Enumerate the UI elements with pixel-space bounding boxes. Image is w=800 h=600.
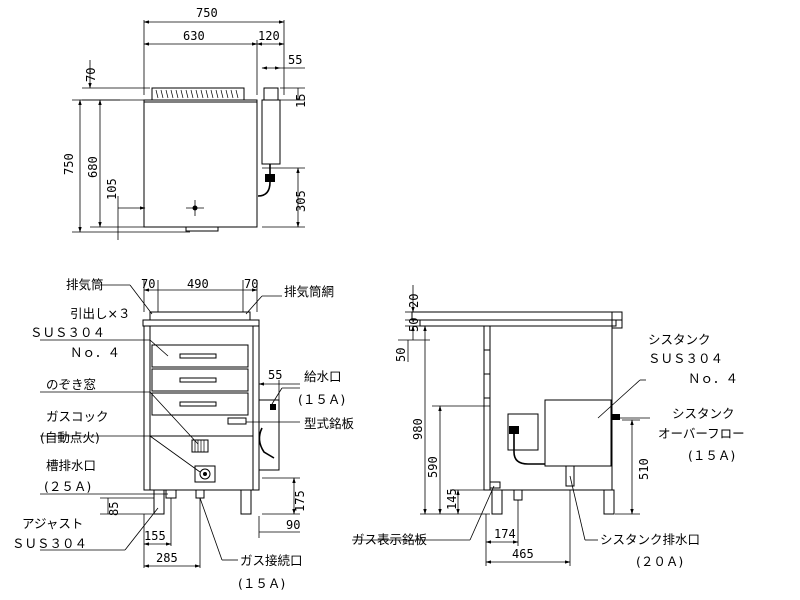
peep-window — [191, 439, 209, 453]
dim-front-285: 285 — [156, 551, 178, 565]
gas-cock — [194, 465, 216, 483]
label-drawer-1: 引出し×３ — [70, 306, 130, 321]
top-view: 750 630 120 55 70 15 750 680 105 305 — [62, 6, 308, 240]
dim-top-body-width: 630 — [183, 29, 205, 43]
side-tank — [261, 99, 281, 165]
nameplate — [227, 417, 247, 425]
label-gas-plate: ガス表示銘板 — [352, 532, 428, 547]
dim-front-70-left: 70 — [141, 277, 155, 291]
foot-right — [240, 489, 252, 515]
dim-top-overall-depth: 750 — [62, 153, 76, 175]
dim-front-175: 175 — [293, 490, 307, 512]
label-adjuster-1: アジャスト — [22, 516, 83, 531]
label-water-inlet-1: 給水口 — [304, 369, 342, 384]
dim-side-980: 980 — [411, 418, 425, 440]
label-peep-window: のぞき窓 — [46, 377, 96, 392]
label-gas-connection-2: (１５Ａ) — [238, 576, 285, 591]
label-overflow-1: シスタンク — [672, 406, 735, 421]
label-cistern-drain-1: シスタンク排水口 — [600, 532, 700, 547]
side-view: 20 50 50 980 590 145 — [352, 285, 745, 569]
label-water-inlet-2: (１５Ａ) — [298, 392, 345, 407]
dim-top-overall-width: 750 — [196, 6, 218, 20]
dim-front-85: 85 — [107, 502, 121, 516]
label-adjuster-2: ＳＵＳ３０４ — [12, 536, 87, 551]
dim-top-680: 680 — [86, 156, 100, 178]
gas-plate — [489, 481, 501, 489]
cistern — [544, 399, 612, 467]
dim-side-465: 465 — [512, 547, 534, 561]
dim-front-490: 490 — [187, 277, 209, 291]
dim-side-20: 20 — [407, 294, 421, 308]
label-tank-drain-2: (２５Ａ) — [44, 479, 91, 494]
dim-side-590: 590 — [426, 456, 440, 478]
dim-top-55: 55 — [288, 53, 302, 67]
dim-side-50-side: 50 — [394, 348, 408, 362]
dim-side-174: 174 — [494, 527, 516, 541]
dim-top-70: 70 — [84, 68, 98, 82]
label-overflow-3: (１５Ａ) — [688, 448, 735, 463]
exhaust-grill — [151, 87, 245, 101]
label-gas-cock-1: ガスコック — [46, 409, 109, 424]
dim-top-15: 15 — [294, 94, 308, 108]
dim-front-70-right: 70 — [244, 277, 258, 291]
drawers — [151, 344, 249, 416]
front-side-tank — [258, 399, 280, 471]
dim-front-90: 90 — [286, 518, 300, 532]
dim-side-510: 510 — [637, 458, 651, 480]
label-drawer-2: ＳＵＳ３０４ — [30, 325, 105, 340]
label-cistern-3: Ｎｏ．４ — [688, 371, 738, 386]
label-exhaust-net: 排気筒網 — [284, 284, 334, 299]
dim-front-55: 55 — [268, 368, 282, 382]
label-cistern-drain-2: (２０Ａ) — [636, 554, 683, 569]
dim-front-155: 155 — [144, 529, 166, 543]
label-exhaust-pipe: 排気筒 — [66, 277, 104, 292]
dim-top-305: 305 — [294, 190, 308, 212]
dim-side-50-top: 50 — [407, 318, 421, 332]
dim-side-145: 145 — [445, 488, 459, 510]
label-overflow-2: オーバーフロー — [658, 426, 745, 441]
label-cistern-1: シスタンク — [648, 332, 711, 347]
front-view: 70 490 70 — [12, 277, 355, 591]
foot-left — [153, 489, 165, 515]
label-cistern-2: ＳＵＳ３０４ — [648, 351, 723, 366]
dim-top-105: 105 — [105, 178, 119, 200]
label-gas-cock-2: (自動点火) — [40, 430, 100, 445]
label-tank-drain-1: 槽排水口 — [46, 458, 96, 473]
label-nameplate: 型式銘板 — [304, 416, 355, 431]
label-gas-connection-1: ガス接続口 — [240, 553, 303, 568]
label-drawer-3: Ｎｏ．４ — [70, 345, 120, 360]
dim-top-side-width: 120 — [258, 29, 280, 43]
